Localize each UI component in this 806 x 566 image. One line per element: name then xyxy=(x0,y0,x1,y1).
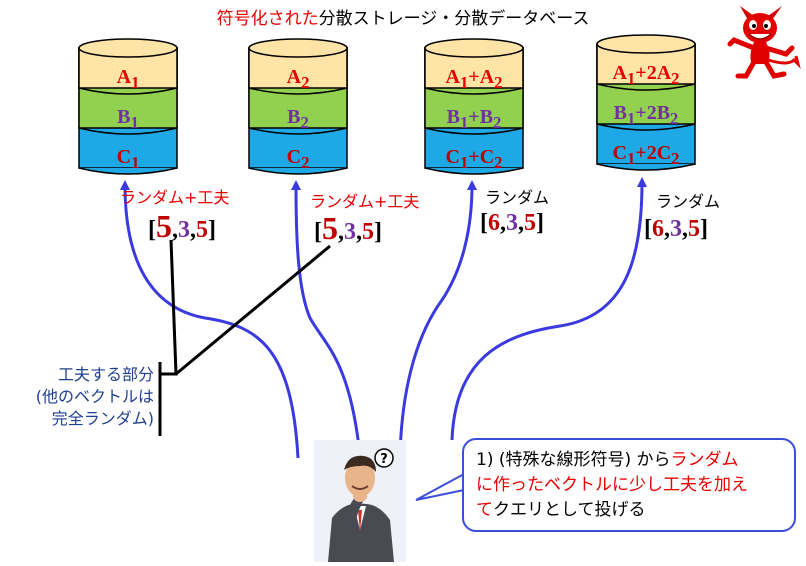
vector-2: [5,3,5] xyxy=(314,210,382,246)
database-2: A2 B2 C2 xyxy=(248,38,348,178)
bubble-text-4: て xyxy=(476,500,493,520)
database-3: A1+A2 B1+B2 C1+C2 xyxy=(424,38,524,178)
slide-title: 符号化された分散ストレージ・分散データベース xyxy=(0,4,806,29)
title-highlight: 符号化された xyxy=(216,9,319,29)
segment-b-label: B1 xyxy=(117,106,139,132)
caption-3: ランダム xyxy=(485,188,550,207)
side-annotation-line-3: 完全ランダム) xyxy=(51,409,154,428)
side-annotation-line-2: (他のベクトルは xyxy=(35,387,154,406)
database-4: A1+2A2 B1+2B2 C1+2C2 xyxy=(596,34,696,174)
bubble-text-2: ランダム xyxy=(670,450,739,470)
pointer-line-1 xyxy=(160,239,178,376)
thinking-mark: ? xyxy=(380,452,388,467)
thinking-person-illustration: ? xyxy=(314,440,406,562)
segment-b-label: B1+2B2 xyxy=(613,102,679,128)
caption-1: ランダム+工夫 xyxy=(120,188,230,207)
bubble-text-3: に作ったベクトルに少し工夫を加え xyxy=(476,475,748,495)
speech-bubble: 1) (特殊な線形符号) からランダム に作ったベクトルに少し工夫を加え てクエ… xyxy=(462,438,796,532)
thinking-person-icon: ? xyxy=(328,448,394,562)
query-arrow-1 xyxy=(120,180,300,459)
caption-2: ランダム+工夫 xyxy=(310,192,420,211)
vector-4: [6,3,5] xyxy=(644,216,708,242)
segment-a-label: A1+2A2 xyxy=(612,62,680,88)
segment-c-label: C1+C2 xyxy=(445,146,503,172)
segment-a-label: A1+A2 xyxy=(445,66,503,92)
bubble-text-5: クエリとして投げる xyxy=(493,500,646,520)
title-rest: 分散ストレージ・分散データベース xyxy=(318,9,590,29)
pointer-line-2 xyxy=(175,244,331,376)
query-arrow-2 xyxy=(291,180,362,457)
vector-1: [5,3,5] xyxy=(148,208,216,244)
segment-a-label: A2 xyxy=(286,66,310,92)
bubble-tail xyxy=(415,473,465,501)
vector-3: [6,3,5] xyxy=(480,210,544,236)
segment-c-label: C1+2C2 xyxy=(612,142,680,168)
side-annotation-line-1: 工夫する部分 xyxy=(57,365,154,384)
query-arrow-4 xyxy=(450,177,647,441)
segment-c-label: C1 xyxy=(116,146,140,172)
side-annotation: 工夫する部分 (他のベクトルは 完全ランダム) xyxy=(4,364,154,430)
caption-4: ランダム xyxy=(656,192,721,211)
segment-b-label: B1+B2 xyxy=(446,106,502,132)
devil-icon xyxy=(727,6,801,79)
database-1: A1 B1 C1 xyxy=(78,38,178,178)
bubble-text-1: 1) (特殊な線形符号) から xyxy=(476,450,671,470)
query-arrow-3 xyxy=(398,180,477,457)
segment-a-label: A1 xyxy=(116,66,140,92)
segment-b-label: B2 xyxy=(287,106,309,132)
segment-c-label: C2 xyxy=(286,146,310,172)
